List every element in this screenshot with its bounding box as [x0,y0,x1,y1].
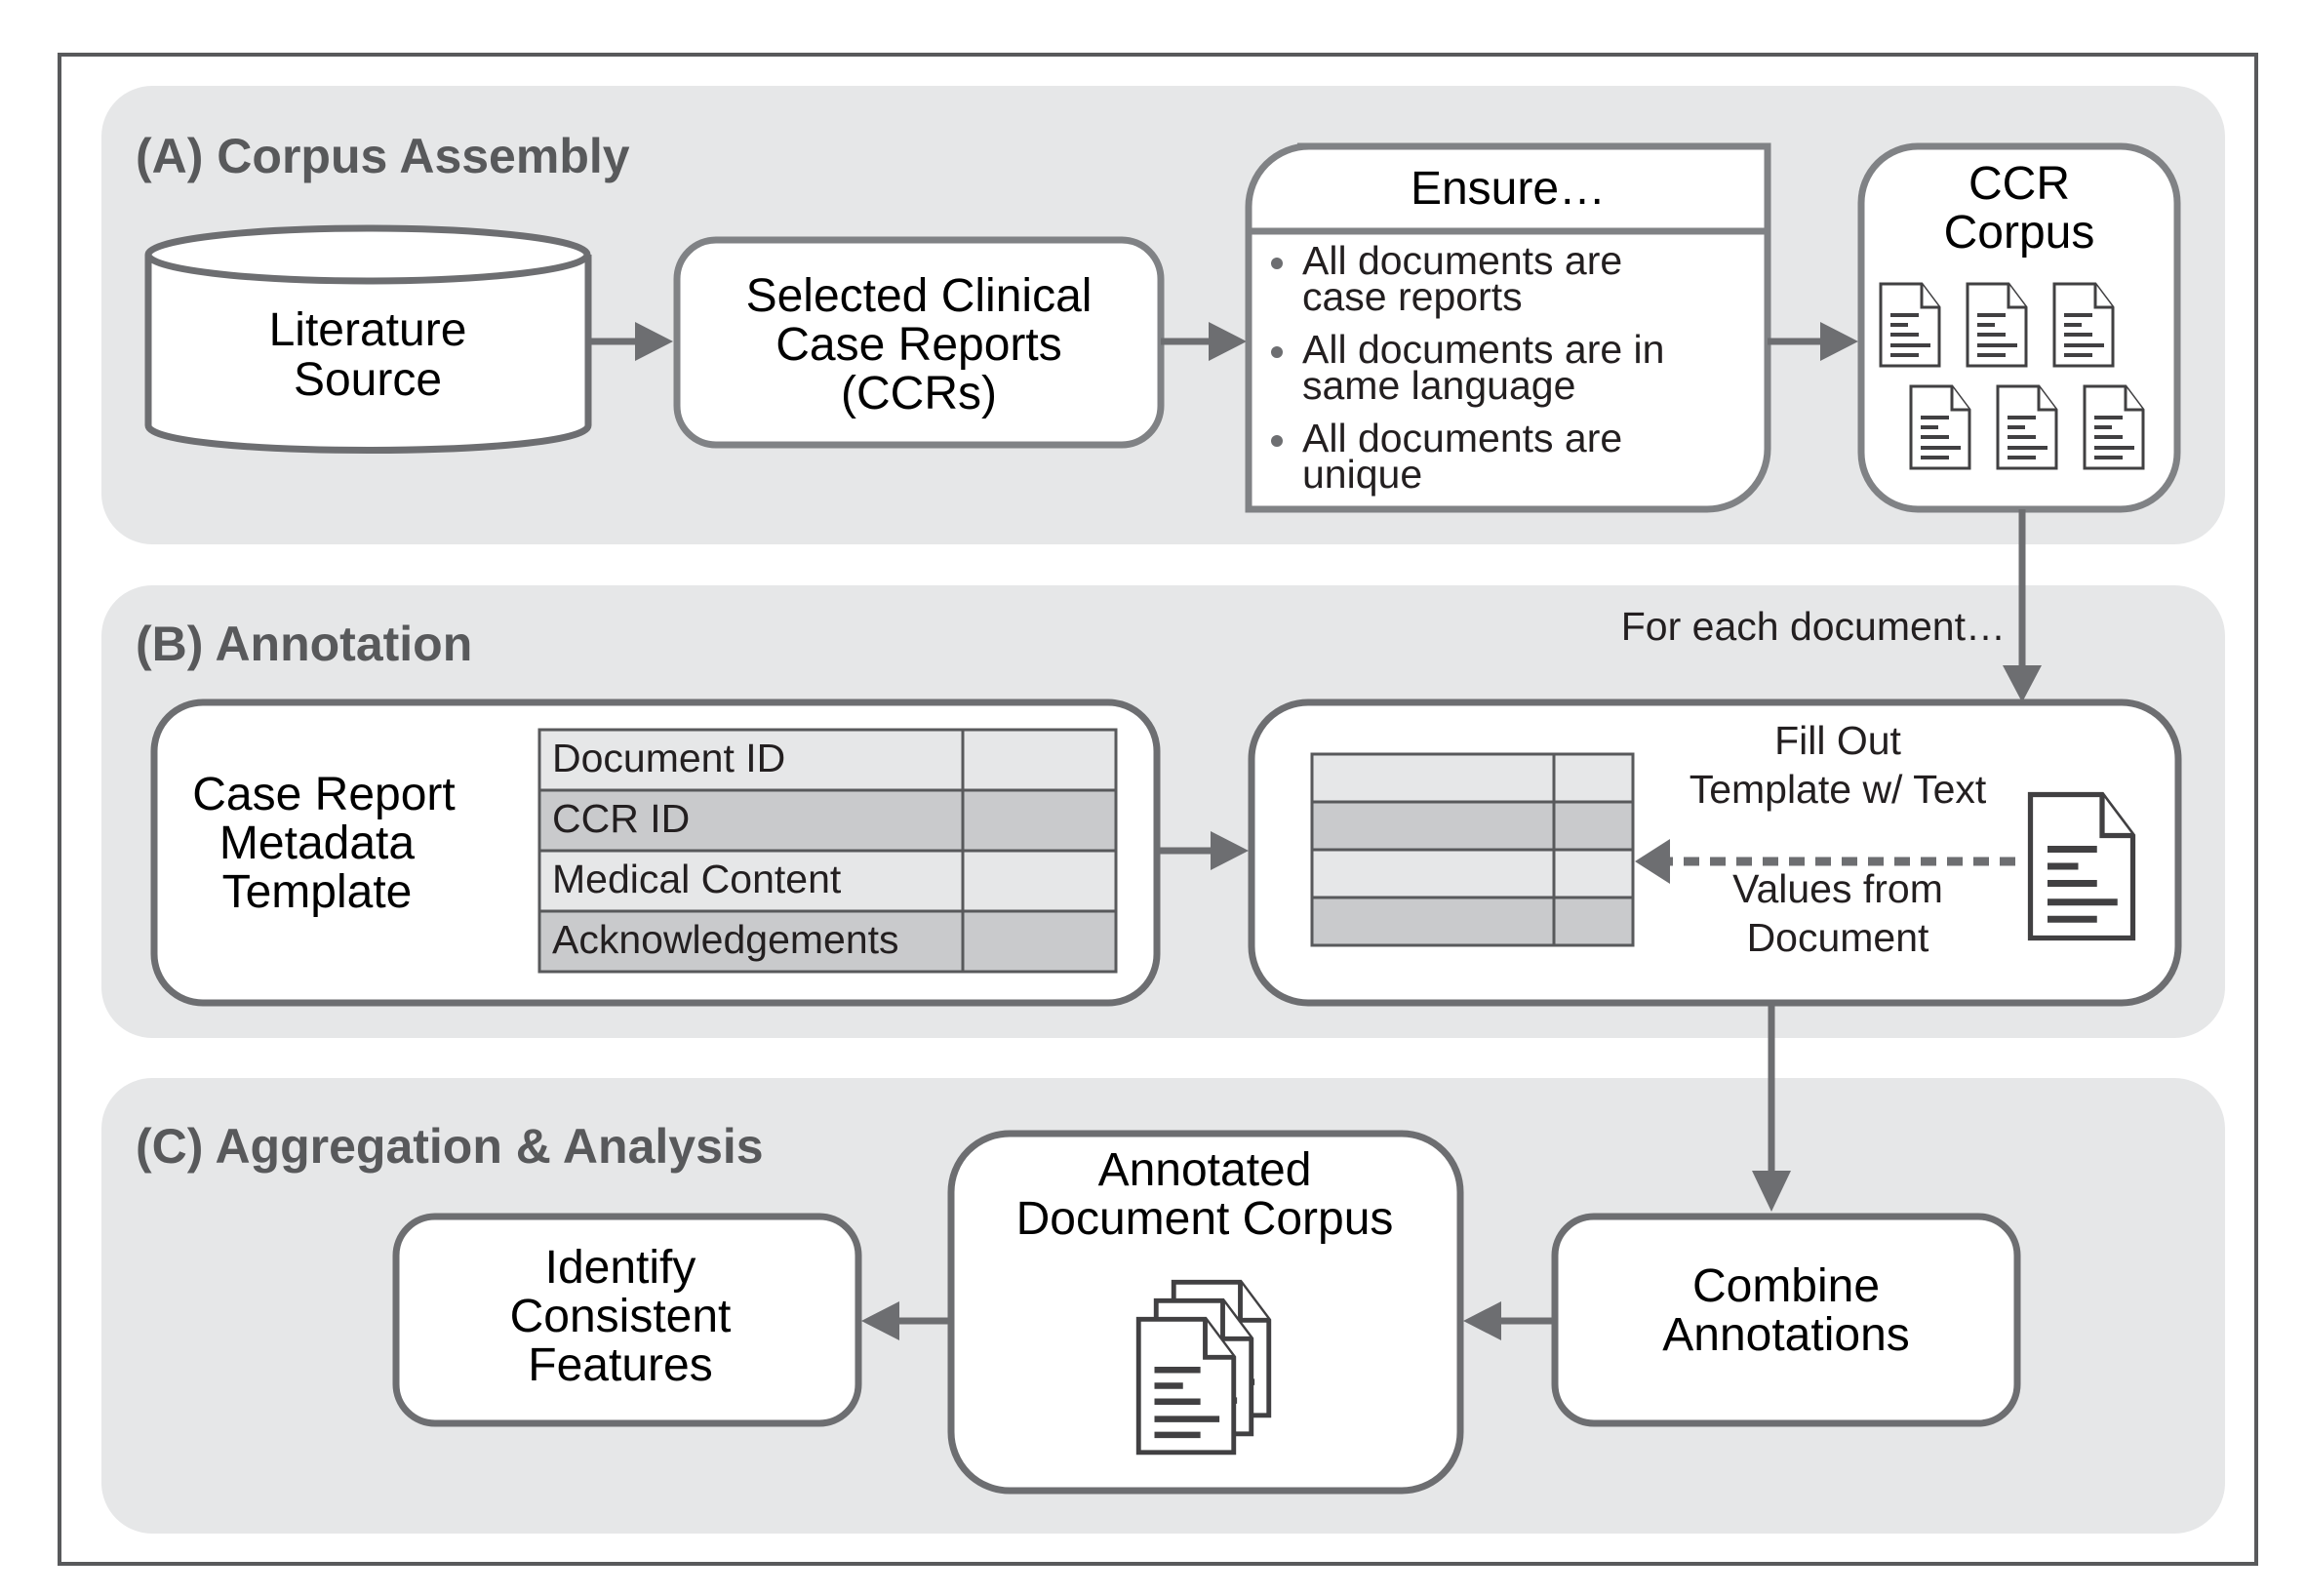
field-medical-content: Medical Content [552,857,842,901]
ensure-item-1-line-1: All documents are [1302,238,1622,283]
ccr-corpus-line-2: Corpus [1944,207,2095,259]
template-line-3: Template [222,866,413,918]
arrow-ensure-to-corpus [1768,322,1858,361]
identify-line-3: Features [528,1339,712,1391]
panel-a-title: (A) Corpus Assembly [136,129,630,183]
field-ccr-id: CCR ID [552,796,690,841]
arrow-template-to-fill [1157,831,1249,870]
arrow-source-to-selected [588,322,673,361]
document-icon [2052,282,2115,368]
ensure-item-2-line-2: same language [1302,363,1575,408]
panel-c-title: (C) Aggregation & Analysis [136,1119,764,1174]
annotated-corpus-line-2: Document Corpus [1016,1193,1394,1245]
values-from-line-1: Values from [1732,866,1943,911]
ccr-corpus-node: CCR Corpus [1857,142,2181,513]
panel-b-title: (B) Annotation [136,617,472,671]
document-icon [1996,384,2058,470]
ensure-checklist-node: Ensure… All documents are case reports A… [1245,142,1771,513]
values-from-line-2: Document [1747,915,1929,960]
fill-out-line-2: Template w/ Text [1690,767,1987,812]
figure-border [58,53,2258,1566]
for-each-document-label: For each document… [1621,604,2006,649]
selected-ccrs-line-1: Selected Clinical [746,270,1093,322]
selected-ccrs-line-2: Case Reports [775,319,1061,371]
identify-features-node: Identify Consistent Features [392,1213,862,1427]
combine-annotations-node: Combine Annotations [1551,1213,2021,1427]
fill-out-line-1: Fill Out [1774,718,1901,763]
field-document-id: Document ID [552,736,785,780]
combine-line-2: Annotations [1662,1309,1910,1361]
literature-source-line-1: Literature [269,304,467,356]
literature-source-line-2: Source [294,354,442,406]
dashed-arrow-doc-to-template [1635,839,2015,884]
arrow-selected-to-ensure [1161,322,1247,361]
arrow-corpus-to-identify [861,1301,951,1340]
identify-line-1: Identify [545,1242,696,1294]
template-line-2: Metadata [219,818,415,869]
identify-line-2: Consistent [510,1291,732,1342]
database-cylinder-icon [144,255,592,454]
source-document-icon [2031,795,2133,938]
arrow-fill-to-combine [1752,1003,1791,1212]
metadata-fields-table: Document ID CCR ID Medical Content Ackno… [537,728,1118,974]
annotated-corpus-node: Annotated Document Corpus [947,1130,1464,1495]
template-line-1: Case Report [192,769,455,820]
fill-out-template-node: Fill Out Template w/ Text Values from Do… [1248,698,2182,1007]
blank-template-table [1310,752,1635,947]
document-icon [1909,384,1971,470]
combine-line-1: Combine [1692,1260,1880,1312]
arrow-combine-to-corpus [1463,1301,1555,1340]
literature-source-node: Literature Source [144,224,592,454]
ensure-item-1-line-2: case reports [1302,274,1523,319]
ensure-item-2-line-1: All documents are in [1302,327,1664,372]
ensure-item-3-line-1: All documents are [1302,416,1622,460]
ccr-corpus-line-1: CCR [1968,158,2070,210]
annotated-corpus-line-1: Annotated [1098,1144,1312,1196]
document-icon [1966,282,2028,368]
ensure-header: Ensure… [1411,163,1606,215]
document-stack-icon [1138,1282,1269,1453]
document-icon [2083,384,2145,470]
metadata-template-node: Case Report Metadata Template Document I… [150,698,1161,1007]
ensure-item-3-line-2: unique [1302,452,1422,497]
selected-ccrs-node: Selected Clinical Case Reports (CCRs) [673,236,1165,449]
field-acknowledgements: Acknowledgements [552,917,899,962]
selected-ccrs-line-3: (CCRs) [841,368,997,419]
arrow-corpus-to-fill [2003,509,2042,702]
document-icon [1879,282,1941,368]
